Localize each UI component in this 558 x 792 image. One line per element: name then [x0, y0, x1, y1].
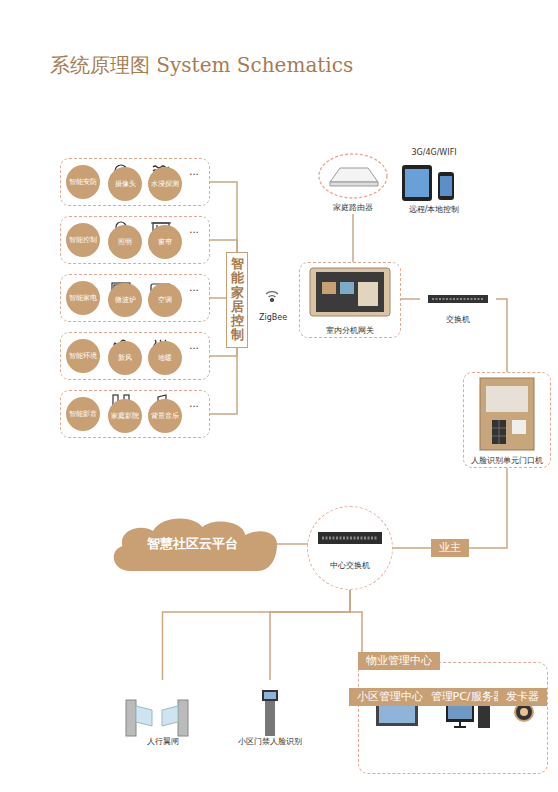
connector	[496, 299, 507, 372]
connector	[401, 298, 420, 300]
control-band: 智能家居控制	[226, 252, 248, 348]
door-unit-box: 人脸识别单元门口机	[463, 372, 551, 468]
node-label: 室内分机网关	[300, 326, 400, 336]
device-item: 背景音乐	[143, 393, 181, 436]
connector	[210, 240, 237, 252]
edge-label: 业主	[431, 539, 469, 557]
device-item: 新风	[103, 335, 141, 378]
ellipsis: ...	[183, 340, 205, 351]
node-label: 发卡器	[498, 688, 547, 706]
face-gate-node: 小区门禁人脸识别	[213, 680, 327, 748]
ellipsis: ...	[183, 398, 205, 409]
connector	[210, 297, 226, 299]
connector	[277, 543, 308, 545]
device-item: 水浸探测	[143, 161, 181, 204]
protocol-label: ZigBee	[258, 313, 288, 322]
node-label: 中心交换机	[308, 561, 392, 571]
ellipsis: ...	[183, 166, 205, 177]
node-label: 交换机	[420, 315, 496, 325]
node-label: 地暖	[148, 341, 182, 375]
ellipsis: ...	[183, 282, 205, 293]
connector	[270, 590, 350, 680]
connector	[393, 468, 507, 548]
turnstile-node: 人行翼闸	[113, 680, 212, 748]
device-item: 地暖	[143, 335, 181, 378]
node-label: 智慧社区云平台	[108, 536, 277, 552]
category-box: 智能家电微波炉空调	[60, 274, 210, 322]
node-label: 家庭影院	[108, 399, 142, 433]
node-label: 小区门禁人脸识别	[213, 737, 327, 747]
node-label: 水浸探测	[148, 167, 182, 201]
page-title: 系统原理图 System Schematics	[50, 52, 353, 79]
switch-node: 交换机	[420, 290, 496, 326]
node-label: 家庭路由器	[316, 203, 390, 213]
device-item: 窗帘	[143, 219, 181, 262]
category-badge: 智能安防	[66, 165, 100, 199]
connector	[210, 348, 237, 356]
management-frame	[358, 662, 548, 774]
device-item: 摄像头	[103, 161, 141, 204]
remote-node: 3G/4G/WIFI 远程/本地控制	[394, 148, 474, 216]
node-label: 窗帘	[148, 225, 182, 259]
device-item: 照明	[103, 219, 141, 262]
connector	[163, 590, 351, 680]
category-badge: 智能家电	[66, 281, 100, 315]
category-badge: 智能控制	[66, 223, 100, 257]
device-item: 发卡器	[498, 688, 551, 750]
device-item: 家庭影院	[103, 393, 141, 436]
node-label: 远程/本地控制	[394, 205, 474, 215]
node-label: 微波炉	[108, 283, 142, 317]
node-label: 新风	[108, 341, 142, 375]
category-badge: 智能环境	[66, 339, 100, 373]
ellipsis: ...	[183, 224, 205, 235]
category-box: 智能安防摄像头水浸探测	[60, 158, 210, 206]
category-box: 智能影音家庭影院背景音乐	[60, 390, 210, 438]
connector	[352, 214, 354, 262]
node-label: 背景音乐	[148, 399, 182, 433]
management-center: 物业管理中心小区管理中心机管理PC/服务器发卡器	[358, 652, 548, 774]
center-switch-circle: 中心交换机	[307, 506, 393, 590]
node-label: 物业管理中心	[358, 652, 440, 670]
node-label: 人脸识别单元门口机	[464, 456, 550, 466]
node-label: 人行翼闸	[113, 737, 212, 747]
connector	[210, 182, 237, 252]
node-label: 摄像头	[108, 167, 142, 201]
category-box: 智能环境新风地暖	[60, 332, 210, 380]
router-node: 家庭路由器	[316, 152, 390, 214]
gateway-box: 室内分机网关	[299, 262, 401, 338]
category-box: 智能控制照明窗帘	[60, 216, 210, 264]
category-badge: 智能影音	[66, 397, 100, 431]
connector	[210, 348, 237, 414]
cloud-platform: 智慧社区云平台	[108, 515, 277, 573]
connector	[350, 590, 362, 652]
device-item: 空调	[143, 277, 181, 320]
node-label: 3G/4G/WIFI	[394, 148, 474, 158]
device-item: 微波炉	[103, 277, 141, 320]
node-label: 空调	[148, 283, 182, 317]
node-label: 智能家居控制	[231, 257, 244, 343]
node-label: 照明	[108, 225, 142, 259]
